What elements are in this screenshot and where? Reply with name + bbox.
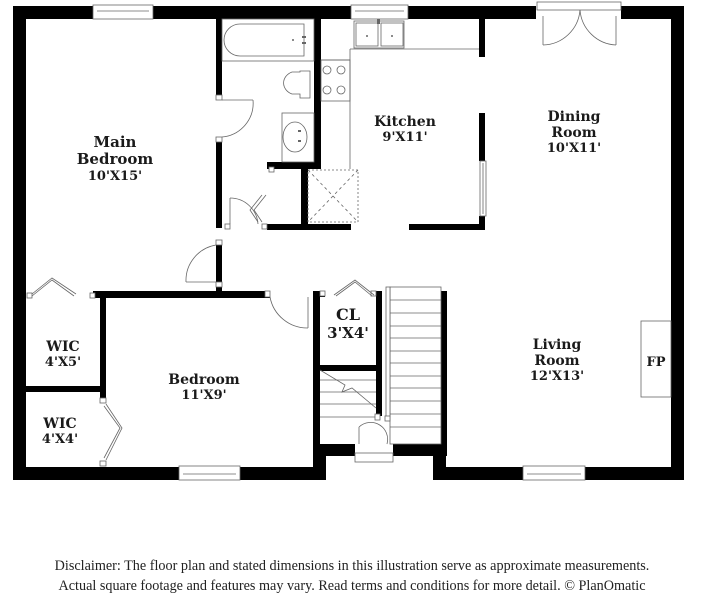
room-dimensions: 11'X9' bbox=[181, 388, 227, 403]
room-name: WIC bbox=[43, 416, 77, 432]
disclaimer: Disclaimer: The floor plan and stated di… bbox=[0, 556, 704, 596]
room-dimensions: 10'X11' bbox=[546, 141, 602, 156]
room-name: Bedroom bbox=[76, 150, 154, 168]
room-name: Bedroom bbox=[168, 372, 240, 388]
room-label-wic-1: WIC 4'X5' bbox=[45, 339, 81, 371]
room-label-dining-room: Dining Room 10'X11' bbox=[547, 109, 601, 157]
room-dimensions: 3'X4' bbox=[327, 324, 369, 342]
room-dimensions: 4'X4' bbox=[41, 432, 79, 447]
room-name: CL bbox=[336, 305, 360, 324]
room-name: Dining bbox=[547, 109, 601, 125]
room-label-kitchen: Kitchen 9'X11' bbox=[374, 114, 436, 146]
doors bbox=[31, 1, 622, 463]
walls bbox=[13, 6, 684, 480]
room-label-main-bedroom: Main Bedroom 10'X15' bbox=[77, 134, 154, 185]
room-dimensions: 9'X11' bbox=[382, 130, 428, 145]
room-dimensions: 10'X15' bbox=[87, 169, 143, 184]
room-name: Kitchen bbox=[374, 114, 436, 130]
fireplace-label: FP bbox=[646, 355, 666, 370]
room-dimensions: 4'X5' bbox=[44, 355, 82, 370]
fixtures bbox=[221, 18, 672, 445]
room-name: Room bbox=[534, 353, 580, 369]
room-name: Main bbox=[93, 133, 137, 151]
windows bbox=[92, 4, 586, 481]
room-label-wic-2: WIC 4'X4' bbox=[42, 416, 78, 448]
fixture-details bbox=[292, 19, 393, 142]
door-jambs bbox=[26, 94, 377, 467]
room-dimensions: 12'X13' bbox=[529, 369, 585, 384]
room-name: WIC bbox=[46, 339, 80, 355]
disclaimer-line-1: Disclaimer: The floor plan and stated di… bbox=[54, 558, 650, 574]
disclaimer-line-2: Actual square footage and features may v… bbox=[58, 578, 646, 594]
room-label-closet: CL 3'X4' bbox=[327, 305, 369, 343]
room-label-bedroom: Bedroom 11'X9' bbox=[168, 372, 239, 404]
room-name: Room bbox=[551, 125, 597, 141]
room-label-living-room: Living Room 12'X13' bbox=[530, 337, 584, 385]
floor-plan bbox=[13, 1, 684, 481]
room-name: Living bbox=[532, 337, 582, 353]
